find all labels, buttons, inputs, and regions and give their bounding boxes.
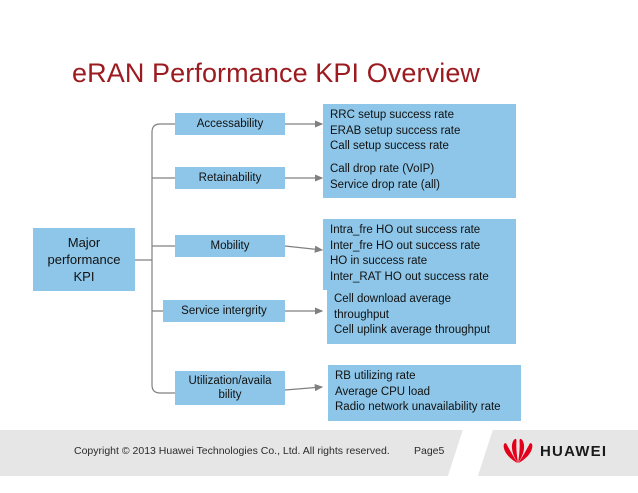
node-major-performance-kpi[interactable]: Major performance KPI: [33, 228, 135, 291]
copyright-text: Copyright © 2013 Huawei Technologies Co.…: [74, 445, 390, 457]
detail-box-utilization-availability: RB utilizing rate Average CPU load Radio…: [328, 365, 521, 421]
node-category-mobility[interactable]: Mobility: [175, 235, 285, 257]
detail-box-retainability: Call drop rate (VoIP) Service drop rate …: [323, 158, 516, 198]
huawei-logo: HUAWEI: [503, 438, 607, 464]
node-category-utilization-availability[interactable]: Utilization/availa bility: [175, 371, 285, 405]
connector-bracket: [151, 123, 176, 394]
detail-box-mobility: Intra_fre HO out success rate Inter_fre …: [323, 219, 516, 290]
node-category-retainability[interactable]: Retainability: [175, 167, 285, 189]
node-category-service-intergrity[interactable]: Service intergrity: [163, 300, 285, 322]
footer-bottom-margin: [0, 476, 638, 493]
node-category-accessability[interactable]: Accessability: [175, 113, 285, 135]
arrow-mobility: [284, 245, 324, 253]
diagram-connectors: [135, 120, 324, 394]
huawei-flower-icon: [503, 438, 533, 463]
arrow-utilization: [284, 383, 324, 392]
huawei-wordmark: HUAWEI: [540, 442, 608, 460]
footer-band: [0, 430, 638, 476]
page-number: Page5: [414, 445, 445, 457]
detail-box-accessability: RRC setup success rate ERAB setup succes…: [323, 104, 516, 160]
page-title: eRAN Performance KPI Overview: [72, 58, 481, 88]
detail-box-service-intergrity: Cell download average throughput Cell up…: [327, 288, 516, 344]
slide-footer: Copyright © 2013 Huawei Technologies Co.…: [0, 430, 638, 476]
